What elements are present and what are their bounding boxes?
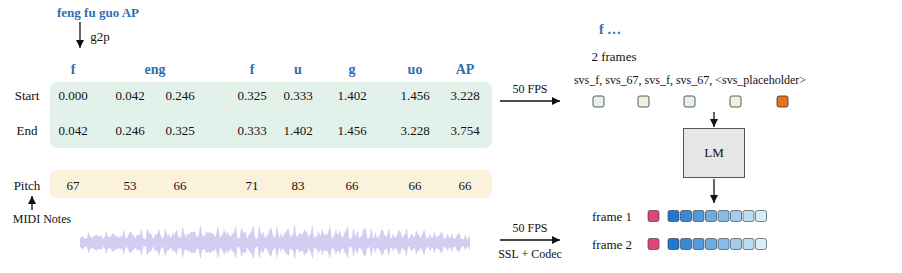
frame-label: frame 1	[592, 210, 632, 223]
table-cell: 1.456	[400, 89, 429, 102]
token-sequence: svs_f, svs_67, svs_f, svs_67, <svs_place…	[574, 74, 806, 86]
frame-square	[681, 211, 692, 222]
table-cell: 71	[246, 179, 259, 192]
waveform	[80, 225, 470, 259]
frame-label: frame 2	[592, 238, 632, 251]
fps-arrow	[500, 239, 560, 240]
table-cell: 3.228	[450, 89, 479, 102]
row-header: Pitch	[14, 179, 41, 192]
phoneme: eng	[145, 63, 166, 77]
table-cell: 0.325	[165, 124, 194, 137]
token-square	[593, 96, 604, 107]
frame-count: 2 frames	[591, 50, 636, 63]
frame-square	[706, 211, 717, 222]
frame-square	[668, 239, 679, 250]
time-table-band: 0.000 0.042 0.246 0.325 0.333 1.402 1.456 3.228…	[50, 82, 492, 148]
frame-square	[718, 211, 729, 222]
pitch-band: 67 53 66 71 83 66 66 66	[50, 170, 492, 198]
table-cell: 66	[174, 179, 187, 192]
process-label: g2p	[90, 30, 110, 43]
table-cell: 0.246	[165, 89, 194, 102]
phoneme: AP	[456, 63, 475, 77]
table-cell: 53	[124, 179, 137, 192]
waveform-shape	[80, 225, 470, 259]
frame-square	[681, 239, 692, 250]
frame-square	[743, 211, 754, 222]
phoneme: uo	[408, 63, 423, 77]
table-cell: 66	[459, 179, 472, 192]
table-cell: 0.333	[283, 89, 312, 102]
frame-square	[756, 211, 767, 222]
phoneme: f …	[599, 23, 621, 37]
phoneme: g	[349, 63, 356, 77]
frame-square	[668, 211, 679, 222]
frame-squares	[648, 211, 767, 250]
table-cell: 83	[292, 179, 305, 192]
rate-label: 50 FPS	[512, 83, 547, 95]
table-cell: 67	[67, 179, 80, 192]
lm-box: LM	[683, 128, 745, 178]
encoder-label: SSL + Codec	[498, 248, 562, 260]
g2p-arrow	[79, 22, 80, 48]
token-squares	[593, 96, 788, 107]
frame-square	[731, 239, 742, 250]
frame-square	[731, 211, 742, 222]
frame-square	[756, 239, 767, 250]
table-cell: 66	[409, 179, 422, 192]
token-square	[684, 96, 695, 107]
midi-arrow	[31, 196, 32, 210]
table-cell: 1.456	[337, 124, 366, 137]
table-cell: 66	[346, 179, 359, 192]
table-cell: 1.402	[337, 89, 366, 102]
table-cell: 3.754	[450, 124, 479, 137]
table-cell: 0.000	[58, 89, 87, 102]
table-cell: 0.042	[58, 124, 87, 137]
table-cell: 1.402	[283, 124, 312, 137]
frame-square	[743, 239, 754, 250]
table-cell: 3.228	[400, 124, 429, 137]
table-cell: 0.333	[237, 124, 266, 137]
phoneme: u	[294, 63, 302, 77]
frame-square	[718, 239, 729, 250]
frame-square	[693, 211, 704, 222]
input-label: MIDI Notes	[13, 213, 71, 225]
row-header: End	[17, 124, 38, 137]
input-lyrics: feng fu guo AP	[57, 6, 139, 19]
model-label: LM	[704, 145, 724, 161]
phoneme: f	[71, 63, 76, 77]
frame-square	[648, 211, 659, 222]
table-cell: 0.325	[237, 89, 266, 102]
table-cell: 0.246	[115, 124, 144, 137]
frame-square	[706, 239, 717, 250]
fps-arrow	[500, 100, 560, 101]
token-square	[777, 96, 788, 107]
frame-square	[693, 239, 704, 250]
token-square	[638, 96, 649, 107]
table-cell: 0.042	[115, 89, 144, 102]
phoneme: f	[250, 63, 255, 77]
row-header: Start	[15, 89, 40, 102]
frame-square	[648, 239, 659, 250]
output-arrow	[713, 179, 714, 203]
input-arrow	[713, 112, 714, 127]
rate-label: 50 FPS	[512, 222, 547, 234]
token-square	[730, 96, 741, 107]
